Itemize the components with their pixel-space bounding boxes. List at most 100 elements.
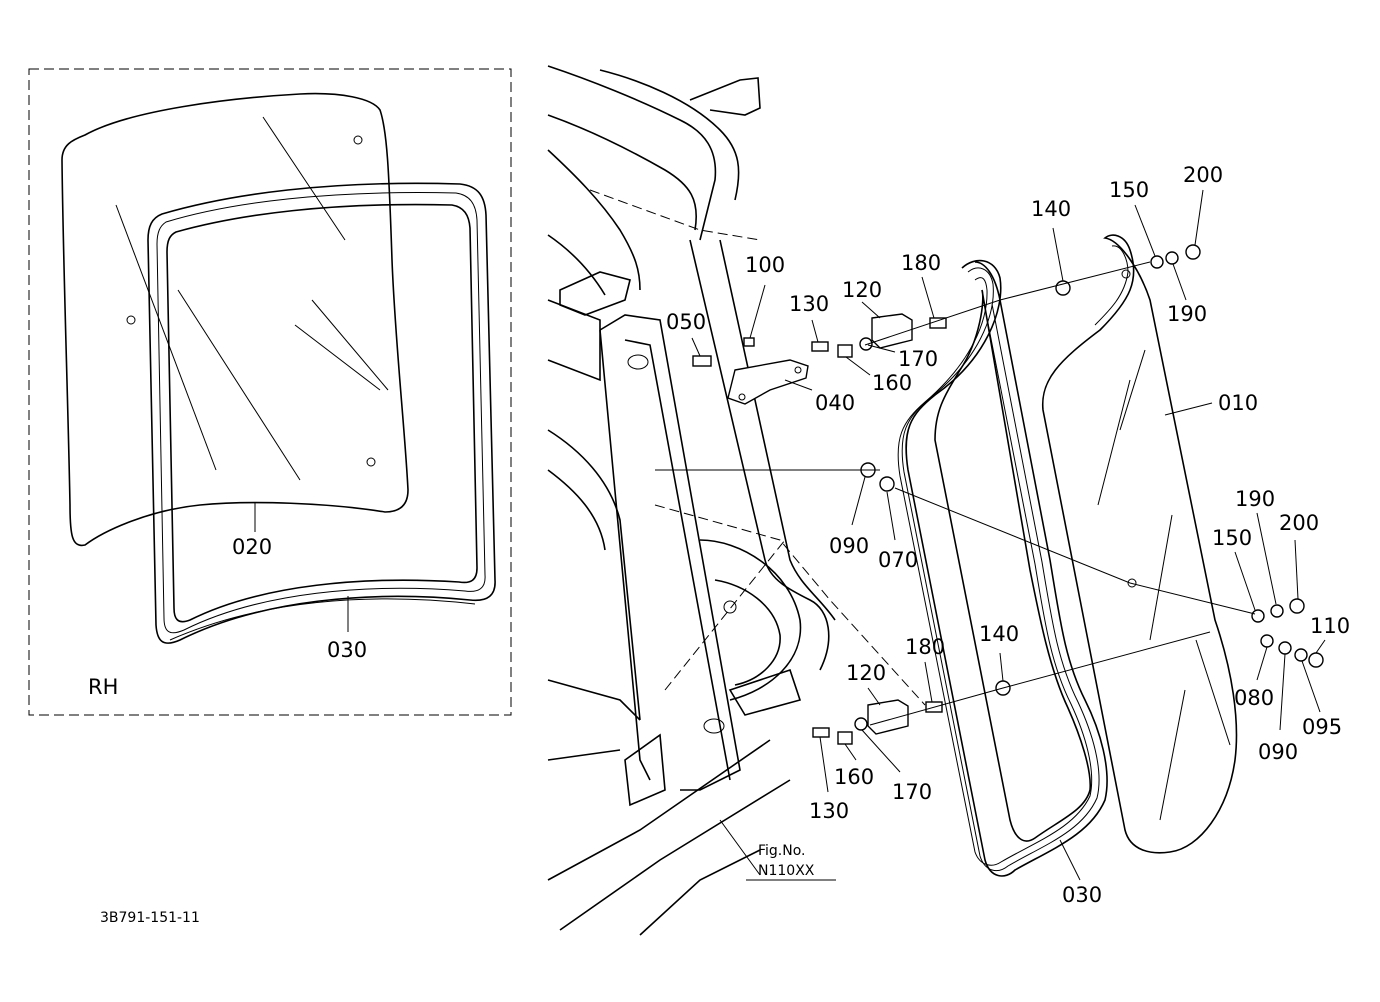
- glass-main-edge: [1094, 245, 1129, 326]
- callout-120-lower: 120: [846, 661, 886, 685]
- seal-main-ring-2: [901, 267, 1100, 872]
- glass-hole: [126, 315, 136, 325]
- frame-top-rail-inner: [547, 114, 697, 231]
- glass-reflection: [1119, 349, 1146, 431]
- callout-190-lower: 190: [1235, 487, 1275, 511]
- nut-200-upper: [1185, 244, 1201, 260]
- axis-hidden-3: [664, 539, 786, 691]
- drawing-number: 3B791-151-11: [100, 910, 200, 926]
- leader-150-lower: [1234, 551, 1256, 611]
- pillar-foot: [624, 733, 666, 807]
- callout-160-lower: 160: [834, 765, 874, 789]
- seal-main-outer: [905, 259, 1108, 877]
- leader-140-lower: [999, 652, 1004, 682]
- bracket-120-lower: [867, 699, 909, 735]
- leader-050: [691, 337, 701, 357]
- seal-main-ring-3: [897, 277, 1093, 866]
- seal-main-inner: [934, 289, 1091, 842]
- leader-160-lower: [844, 743, 857, 761]
- bolt-130-lower: [812, 727, 830, 738]
- nut-110: [1308, 652, 1324, 668]
- leader-200-lower: [1294, 539, 1299, 600]
- washer-095: [1294, 648, 1308, 662]
- glass-reflection: [294, 324, 381, 391]
- callout-010: 010: [1218, 391, 1258, 415]
- frame-top-rail: [547, 65, 717, 241]
- glass-pane-020: [61, 92, 409, 547]
- callout-110: 110: [1310, 614, 1350, 638]
- spacer-160-upper: [837, 344, 853, 358]
- glass-main-outline: [1041, 234, 1238, 854]
- leader-190-upper: [1172, 263, 1187, 301]
- axis-hidden-2: [654, 504, 926, 706]
- callout-150-lower: 150: [1212, 526, 1252, 550]
- leader-140-upper: [1052, 227, 1064, 282]
- rh-inset: 020 030 RH: [28, 68, 512, 716]
- pillar-boss-bottom: [703, 718, 725, 734]
- frame-bracket-top: [689, 77, 761, 116]
- frame-lower-arc-2: [714, 579, 781, 686]
- bolt-130-upper: [811, 341, 829, 352]
- leader-095: [1301, 660, 1321, 713]
- axis-hidden-1: [589, 189, 761, 241]
- callout-190: 190: [1167, 302, 1207, 326]
- frame-sill: [547, 739, 771, 881]
- leader-190-lower: [1256, 512, 1277, 605]
- washer-170-upper: [859, 337, 873, 351]
- leader-030-main: [1059, 839, 1081, 881]
- lower-hinge-hardware: [812, 598, 1324, 745]
- glass-reflection: [1195, 639, 1231, 746]
- spacer-160-lower: [837, 731, 853, 745]
- hinge-040: [727, 359, 809, 405]
- leader-040: [784, 379, 813, 391]
- frame-sill-2: [559, 779, 791, 931]
- leader-lines: [589, 189, 1326, 881]
- leader-130-upper: [811, 319, 819, 343]
- callout-090-lower: 090: [1258, 740, 1298, 764]
- pillar-inner: [624, 339, 731, 781]
- fig-no-line2: N110XX: [758, 863, 815, 879]
- callout-200: 200: [1183, 163, 1223, 187]
- bolt-050: [692, 355, 712, 367]
- callout-200-lower: 200: [1279, 511, 1319, 535]
- callout-170: 170: [898, 347, 938, 371]
- nut-070-mid: [879, 476, 895, 492]
- seal-030-outer: [147, 182, 496, 644]
- figure-reference: Fig.No. N110XX: [746, 843, 836, 881]
- axis-upper: [864, 261, 1151, 346]
- leader-170-upper: [867, 344, 896, 353]
- cab-frame: [547, 65, 836, 936]
- label-030: 030: [327, 638, 367, 662]
- frame-step: [728, 668, 802, 716]
- leader-figno: [719, 819, 761, 876]
- hinge-040-hole: [794, 366, 802, 374]
- leader-090-mid: [851, 476, 866, 526]
- seal-030-main: [897, 259, 1108, 877]
- callout-130: 130: [789, 292, 829, 316]
- frame-side-panel: [547, 299, 601, 382]
- callout-180: 180: [901, 251, 941, 275]
- hinge-040-hole: [738, 393, 746, 401]
- axis-mid: [894, 487, 1256, 615]
- leader-160-upper: [845, 356, 871, 376]
- frame-rear-upright-2: [719, 239, 836, 621]
- washer-150-upper: [1150, 255, 1164, 269]
- washer-080: [1260, 634, 1274, 648]
- fig-no-line1: Fig.No.: [758, 843, 806, 859]
- inset-dashed-border: [28, 68, 512, 716]
- callout-160: 160: [872, 371, 912, 395]
- glass-reflection: [1149, 514, 1173, 641]
- glass-hole: [366, 457, 376, 467]
- seal-030-mid: [156, 192, 486, 634]
- callout-100: 100: [745, 253, 785, 277]
- frame-left-lower: [547, 429, 641, 721]
- frame-floor: [547, 679, 641, 721]
- leader-100: [749, 284, 766, 339]
- frame-curve-left: [547, 149, 641, 291]
- callout-040: 040: [815, 391, 855, 415]
- leader-120-lower: [867, 687, 881, 706]
- leader-150-upper: [1134, 204, 1156, 257]
- leader-070-mid: [886, 491, 896, 541]
- glass-reflection: [115, 204, 217, 471]
